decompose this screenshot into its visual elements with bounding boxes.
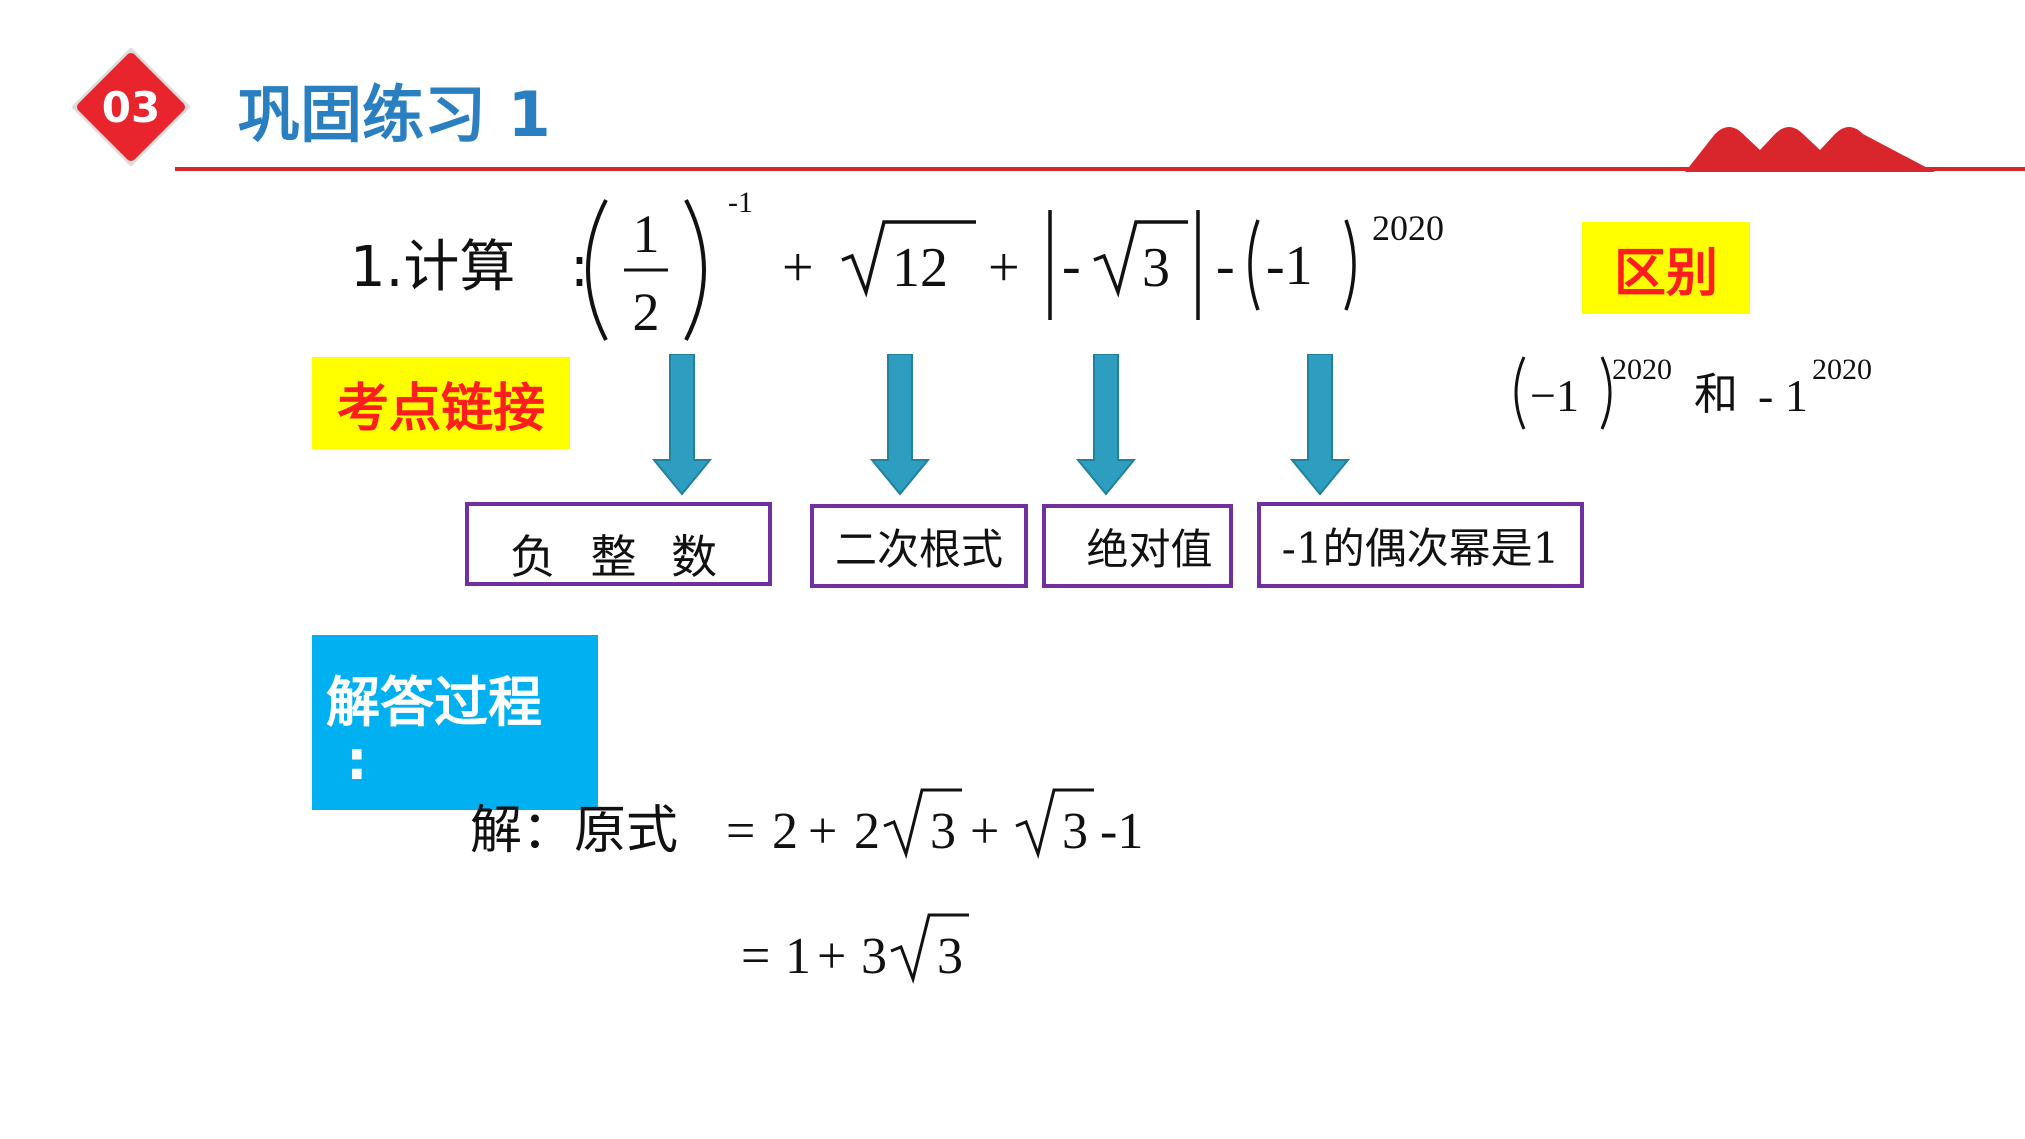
down-arrow-icon: [870, 354, 930, 496]
radicand-3: 3: [937, 928, 963, 985]
plus-sign: +: [808, 803, 837, 860]
equals-sign: =: [726, 803, 755, 860]
term-1: 1: [785, 928, 811, 985]
solution-label-text: 解答过程: [326, 671, 542, 734]
knowledge-box-text: 绝对值: [1086, 524, 1213, 574]
compare-paren-close: [1600, 356, 1612, 430]
minus-sign: -: [1216, 235, 1235, 297]
radicand-3: 3: [1062, 803, 1088, 860]
knowledge-box-text: -1的偶次幂是1: [1281, 523, 1560, 573]
plus-sign: +: [817, 928, 846, 985]
exponent-neg-one: -1: [728, 186, 753, 219]
badge-diamond: [77, 53, 185, 161]
compare-left-exp: 2020: [1612, 353, 1672, 386]
neg-one: -1: [1266, 235, 1313, 297]
difference-comparison: −1 2020 和 - 1 2020: [1514, 353, 1872, 430]
plus-sign: +: [970, 803, 999, 860]
paren-close-neg1: [1344, 219, 1356, 311]
compare-paren-open: [1514, 356, 1526, 430]
fraction-numerator: 1: [633, 204, 660, 264]
section-number: 03: [101, 82, 161, 132]
solution-line-2: = 1 + 3 3: [741, 913, 969, 985]
radicand-3: 3: [930, 803, 956, 860]
sqrt-sign: [1015, 788, 1094, 860]
coefficient-2: 2: [854, 803, 880, 860]
sqrt-sign-12: [841, 220, 976, 298]
problem-prefix: 1.计算: [350, 235, 515, 300]
solution-label-colon: :: [346, 729, 368, 792]
solution-prefix: 解：原式: [470, 801, 678, 861]
problem-formula: 1.计算 : 1 2 -1 + 12 + - 3 - -1 2020: [350, 186, 1444, 342]
knowledge-box-even-power: -1的偶次幂是1: [1257, 502, 1584, 588]
knowledge-box-text: 负 整 数: [509, 530, 728, 584]
difference-label: 区别: [1582, 222, 1750, 314]
radicand-12: 12: [892, 237, 948, 299]
compare-right-base: - 1: [1758, 370, 1808, 421]
sqrt-sign-3: [1093, 220, 1188, 298]
down-arrow-icon: [1290, 354, 1350, 496]
solution-line-1: 解：原式 = 2 + 2 3 + 3 -1: [470, 788, 1143, 861]
compare-and: 和: [1694, 369, 1738, 420]
equals-sign: =: [741, 928, 770, 985]
compare-left-base: −1: [1530, 370, 1579, 421]
right-paren: [684, 199, 706, 341]
sqrt-sign: [890, 913, 969, 985]
compare-right-exp: 2020: [1812, 353, 1872, 386]
down-arrow-icon: [1076, 354, 1136, 496]
minus-sign-abs: -: [1062, 235, 1081, 297]
section-badge: [72, 48, 190, 166]
header-divider: [175, 167, 2025, 171]
left-paren: [586, 199, 608, 341]
minus-one: -1: [1100, 803, 1143, 860]
mountain-decoration-icon: [1685, 127, 1935, 172]
sqrt-sign: [883, 788, 962, 860]
paren-open-neg1: [1248, 219, 1260, 311]
power-2020: 2020: [1372, 208, 1444, 248]
down-arrow-icon: [652, 354, 712, 496]
page-title: 巩固练习 1: [238, 78, 551, 151]
radicand-3: 3: [1142, 237, 1170, 299]
problem-colon: :: [570, 235, 589, 300]
knowledge-points-label: 考点链接: [312, 357, 570, 449]
plus-sign-1: +: [782, 237, 814, 299]
fraction-denominator: 2: [633, 282, 660, 342]
knowledge-box-quadratic-radical: 二次根式: [810, 504, 1028, 588]
knowledge-box-absolute-value: 绝对值: [1042, 504, 1233, 588]
term-2: 2: [772, 803, 798, 860]
plus-sign-2: +: [988, 237, 1020, 299]
coefficient-3: 3: [861, 928, 887, 985]
knowledge-box-text: 二次根式: [834, 524, 1003, 574]
knowledge-box-negative-exponent: 负 整 数: [465, 502, 772, 586]
solution-label: 解答过程 :: [312, 635, 598, 810]
